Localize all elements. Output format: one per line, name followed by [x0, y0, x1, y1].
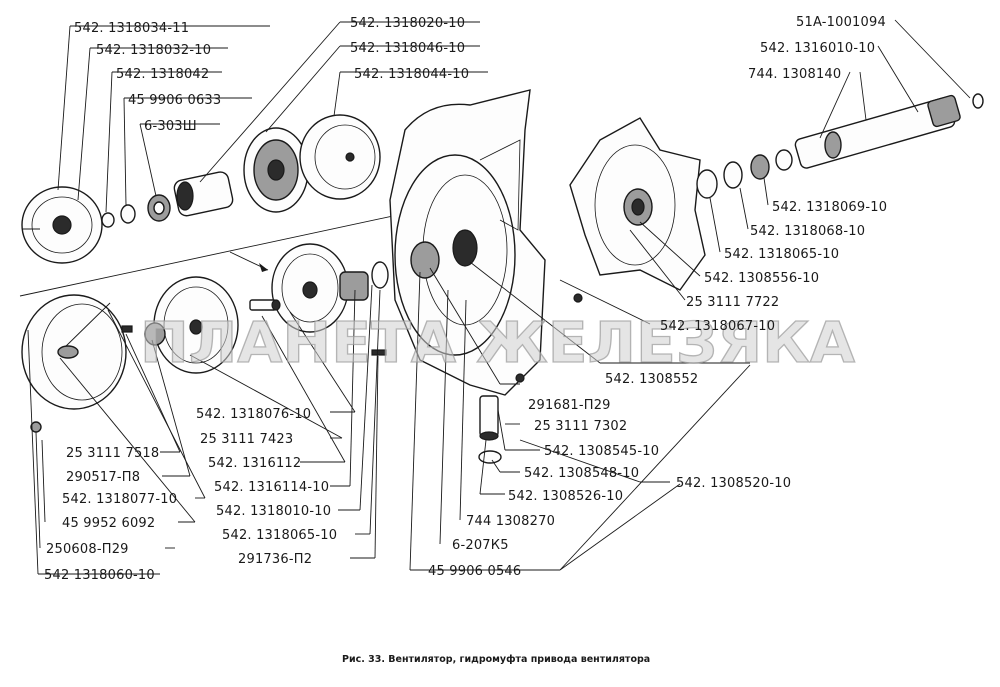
part-label: 542. 1316112 [208, 456, 301, 471]
part-label: 25 3111 7302 [534, 419, 627, 434]
part-label: 542. 1318065-10 [724, 247, 839, 262]
part-label: 542. 1308520-10 [676, 476, 791, 491]
part-label: 542. 1316114-10 [214, 480, 329, 495]
figure-caption: Рис. 33. Вентилятор, гидромуфта привода … [342, 654, 650, 665]
part-label: 542. 1308556-10 [704, 271, 819, 286]
part-labels: 542. 1318034-11 542. 1318032-10 542. 131… [44, 15, 887, 583]
part-label: 45 9906 0633 [128, 93, 221, 108]
part-label: 291681-П29 [528, 398, 611, 413]
part-label: 542. 1318034-11 [74, 21, 189, 36]
left-lower-parts [21, 276, 387, 433]
part-label: 542. 1318065-10 [222, 528, 337, 543]
part-label: 542. 1318046-10 [350, 41, 465, 56]
part-label: 6-207К5 [452, 538, 509, 553]
part-label: 744 1308270 [466, 514, 555, 529]
part-label: 542. 1308548-10 [524, 466, 639, 481]
part-label: 45 9952 6092 [62, 516, 155, 531]
part-label: 25 3111 7518 [66, 446, 159, 461]
part-label: 542. 1318076-10 [196, 407, 311, 422]
part-label: 542. 1308545-10 [544, 444, 659, 459]
part-label: 250608-П29 [46, 542, 129, 557]
part-label: 542. 1318042 [116, 67, 209, 82]
part-label: 542. 1318077-10 [62, 492, 177, 507]
part-label: 542. 1318069-10 [772, 200, 887, 215]
part-label: 542. 1318032-10 [96, 43, 211, 58]
drain-tube-parts [478, 395, 502, 464]
part-label: 45 9906 0546 [428, 564, 521, 579]
part-label: 291736-П2 [238, 552, 312, 567]
fan-housing [389, 89, 583, 396]
part-label: 25 3111 7722 [686, 295, 779, 310]
part-label: 542 1318060-10 [44, 568, 155, 583]
part-label: 542. 1318068-10 [750, 224, 865, 239]
part-label: 542. 1308526-10 [508, 489, 623, 504]
upper-left-assembly [21, 114, 381, 264]
part-label: 290517-П8 [66, 470, 140, 485]
part-label: 542. 1316010-10 [760, 41, 875, 56]
watermark: ПЛАНЕТА ЖЕЛЕЗЯКА [140, 311, 856, 376]
part-label: 542. 1318010-10 [216, 504, 331, 519]
part-label: 51A-1001094 [796, 15, 886, 30]
drive-shaft [696, 93, 984, 199]
part-label: 744. 1308140 [748, 67, 841, 82]
middle-coupling-assembly [271, 243, 415, 333]
leader-lines [27, 19, 971, 575]
part-label: 542. 1318020-10 [350, 16, 465, 31]
part-label: 25 3111 7423 [200, 432, 293, 447]
part-label: 542. 1318067-10 [660, 319, 775, 334]
part-label: 542. 1318044-10 [354, 67, 469, 82]
fan-impeller [569, 117, 706, 291]
part-label: 6-303Ш [144, 119, 197, 134]
part-label: 542. 1308552 [605, 372, 698, 387]
